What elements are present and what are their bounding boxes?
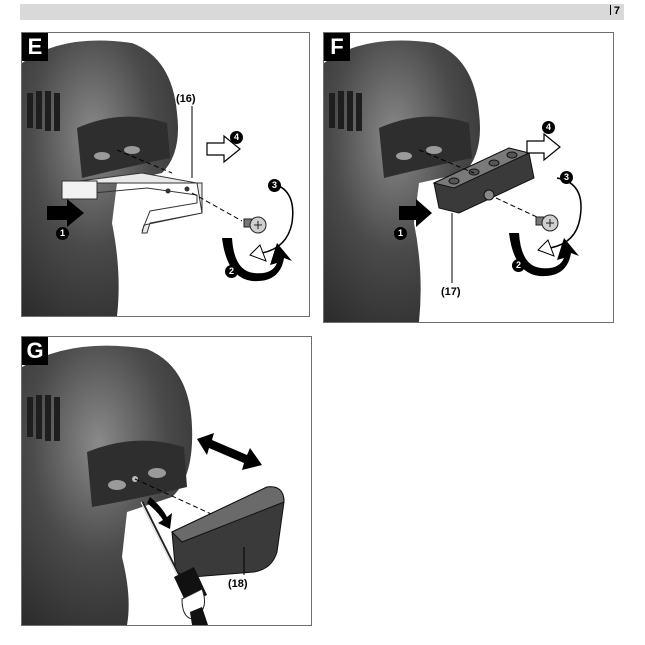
tool-band	[87, 440, 187, 507]
vent-slots	[27, 395, 60, 441]
figure-f-illustration	[324, 40, 582, 322]
step-badge-2: 2	[512, 259, 525, 272]
step-badge-1: 1	[394, 227, 407, 240]
mount-hole-right	[148, 468, 166, 478]
rotation-arrow	[147, 497, 172, 529]
page-number-separator	[609, 5, 611, 15]
vent-slots	[27, 91, 60, 131]
alignment-line-2	[495, 197, 540, 219]
step-badge-3: 3	[560, 171, 573, 184]
push-arrow	[47, 199, 84, 227]
rotation-arrow-tighten	[509, 233, 579, 277]
figure-e-illustration	[22, 40, 294, 316]
figure-g-illustration	[22, 345, 285, 625]
rotation-arrow-loosen	[261, 182, 294, 254]
page-number-value: 7	[613, 5, 620, 17]
tool-body	[324, 40, 480, 322]
screw	[535, 214, 559, 232]
mount-hole-left	[396, 152, 412, 160]
belt-clip	[63, 172, 203, 234]
vent-slots	[329, 91, 362, 131]
callout-16: (16)	[176, 93, 196, 105]
callout-17: (17)	[441, 286, 461, 298]
cover-edge	[171, 486, 285, 543]
figure-panel-e: E (16) 1 2 3 4	[21, 32, 310, 317]
page-number: 7	[609, 5, 620, 17]
header-bar: 7	[20, 4, 624, 20]
alignment-line-1	[418, 149, 475, 174]
figure-label-f: F	[324, 33, 350, 61]
rotation-arrow-tighten	[222, 238, 292, 282]
double-arrow	[197, 433, 262, 470]
figure-label-g: G	[22, 337, 48, 365]
screw	[243, 216, 267, 234]
step-badge-3: 3	[268, 179, 281, 192]
clip-hole-1	[165, 188, 171, 194]
clip-hole-2	[184, 186, 190, 192]
bit-holder-screw-hole	[483, 189, 495, 201]
figure-panel-f: F (17) 1 2 3 4	[323, 32, 614, 323]
mount-hole-right	[426, 146, 442, 154]
figure-panel-g: G (18)	[21, 336, 312, 626]
step-badge-4: 4	[542, 121, 555, 134]
step-badge-4: 4	[230, 131, 243, 144]
figure-label-e: E	[22, 33, 48, 61]
mount-hole-left	[108, 480, 126, 490]
alignment-line-2	[191, 192, 243, 222]
mount-hole-right	[124, 146, 140, 154]
step-badge-2: 2	[225, 265, 238, 278]
belt-clip-front	[61, 180, 98, 200]
screwdriver	[140, 501, 208, 625]
step-badge-1: 1	[56, 227, 69, 240]
rotation-arrow-loosen	[549, 177, 582, 249]
slide-arrow	[526, 132, 561, 162]
push-arrow	[399, 199, 432, 227]
alignment-line-1	[116, 149, 173, 174]
bit-holder-sockets	[448, 151, 518, 185]
callout-18: (18)	[228, 578, 248, 590]
mount-hole-left	[94, 152, 110, 160]
